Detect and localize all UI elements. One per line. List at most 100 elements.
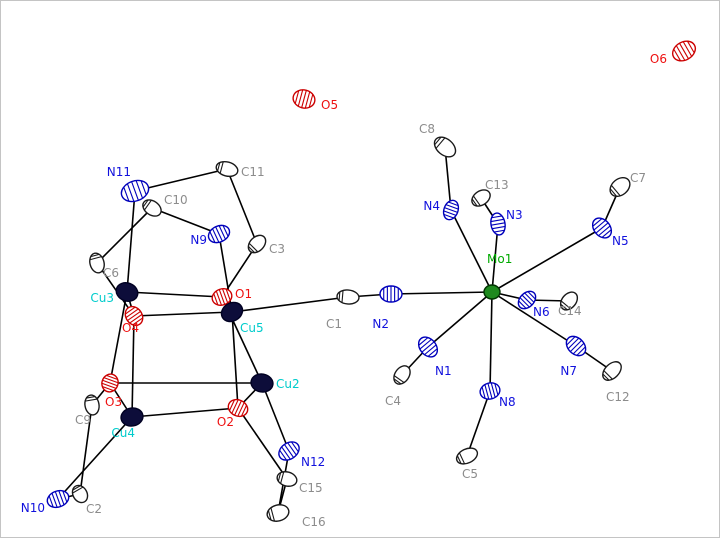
ellipsoid-hatch-line [101,382,117,389]
atom-label-Cu5: Cu5 [240,321,264,335]
atom-label-N7: N7 [560,364,577,378]
atom-label-C4: C4 [385,394,401,408]
ellipsoid-hatch-line [341,290,344,303]
bond-O4-C6 [96,262,135,317]
ellipsoid-hatch-line [484,384,490,400]
atom-C4 [393,365,411,385]
ellipsoid-hatch-line [456,455,462,464]
ellipsoid-hatch-line [248,242,259,253]
atom-label-C9: C9 [75,413,91,427]
bond-O2-C15 [237,407,288,480]
ellipsoid-hatch-line [222,288,229,304]
ellipsoid-hatch-line [679,42,689,60]
atom-C6 [89,252,105,274]
atom-Cu5 [220,301,244,323]
ellipsoid-hatch-line [231,399,239,414]
ellipsoid-hatch-line [131,181,139,201]
ellipsoid-hatch-line [419,338,432,350]
atom-O6 [671,40,697,62]
ellipsoid-hatch-line [338,291,341,301]
ellipsoid-hatch-line [125,308,139,319]
ellipsoid-hatch-line [234,400,242,416]
ellipsoid-hatch-line [443,213,454,219]
ellipsoid-hatch-line [219,161,224,174]
atom-C14 [559,291,579,311]
atom-C9 [84,394,100,416]
atom-N1 [417,336,439,358]
bond-O4-Cu4 [131,315,135,418]
ellipsoid-hatch-line [85,398,98,402]
ellipsoid-hatch-line [481,386,486,399]
atom-O1 [211,288,233,306]
atom-N12 [278,441,300,461]
atom-N5 [591,217,613,239]
atom-C15 [276,471,298,487]
atom-label-C2: C2 [86,502,102,516]
bond-O4-Cu5 [133,311,233,317]
atom-label-C7: C7 [630,171,646,185]
ellipsoid-hatch-line [270,507,276,522]
ellipsoid-hatch-line [566,336,576,346]
atom-N9 [207,224,231,244]
ellipsoid-hatch-line [291,441,299,453]
ellipsoid-hatch-line [123,186,130,202]
ellipsoid-hatch-line [279,449,287,461]
ellipsoid-hatch-line [58,490,65,506]
ellipsoid-hatch-line [140,180,147,196]
bond-O2-Cu4 [131,407,239,418]
ellipsoid-hatch-line [490,218,504,223]
atom-label-Cu4: Cu4 [111,426,135,440]
ellipsoid-hatch-line [308,94,314,108]
atom-C13 [471,189,491,207]
atom-label-O2: O2 [217,415,234,429]
ellipsoid-hatch-line [127,310,141,322]
ellipsoid-hatch-line [106,374,118,380]
ellipsoid-hatch-line [472,195,481,207]
ellipsoid-hatch-line [493,229,505,233]
atom-N8 [479,382,501,400]
bond-C6-C10 [96,207,153,264]
ellipsoid-hatch-line [443,210,457,216]
ellipsoid-hatch-line [102,386,114,392]
atom-O5 [292,89,316,109]
atom-label-Cu3: Cu3 [90,291,114,305]
atom-C7 [609,176,631,198]
ellipsoid-hatch-line [487,383,493,399]
bond-Mo1-N1 [427,291,493,348]
atom-label-N1: N1 [435,364,452,378]
ellipsoid-hatch-line [54,491,62,507]
ellipsoid-hatch-line [129,313,143,324]
atom-label-C10: C10 [164,193,188,207]
ellipsoid-hatch-line [72,486,84,494]
atom-O3 [101,373,119,393]
atom-ellipsoid-C15 [276,471,298,487]
bond-Mo1-N3 [491,223,499,293]
bond-N8-C5 [466,390,491,457]
atom-C10 [142,199,162,217]
ellipsoid-hatch-line [492,225,506,230]
atom-ellipsoid-C14 [559,291,579,311]
atom-ellipsoid-Cu4 [120,407,144,427]
atom-label-O4: O4 [122,321,139,335]
ellipsoid-hatch-line [277,472,282,482]
ellipsoid-hatch-line [444,207,458,213]
ellipsoid-hatch-line [124,306,136,315]
ellipsoid-hatch-line [215,226,223,242]
ellipsoid-hatch-line [609,188,618,197]
atom-N6 [517,290,537,310]
atom-Cu3 [115,282,139,302]
atom-label-Cu2: Cu2 [276,377,300,391]
ellipsoid-hatch-line [601,229,612,238]
atom-ellipsoid-Cu2 [250,373,274,393]
ellipsoid-hatch-line [212,228,220,243]
ellipsoid-hatch-line [126,183,135,202]
ellipsoid-hatch-line [240,405,248,417]
ellipsoid-hatch-line [592,218,603,227]
ellipsoid-hatch-line [560,303,568,311]
ellipsoid-hatch-line [576,346,586,356]
ellipsoid-hatch-line [424,344,437,356]
bond-C10-N9 [151,207,220,235]
bond-N11-Cu3 [126,190,136,293]
